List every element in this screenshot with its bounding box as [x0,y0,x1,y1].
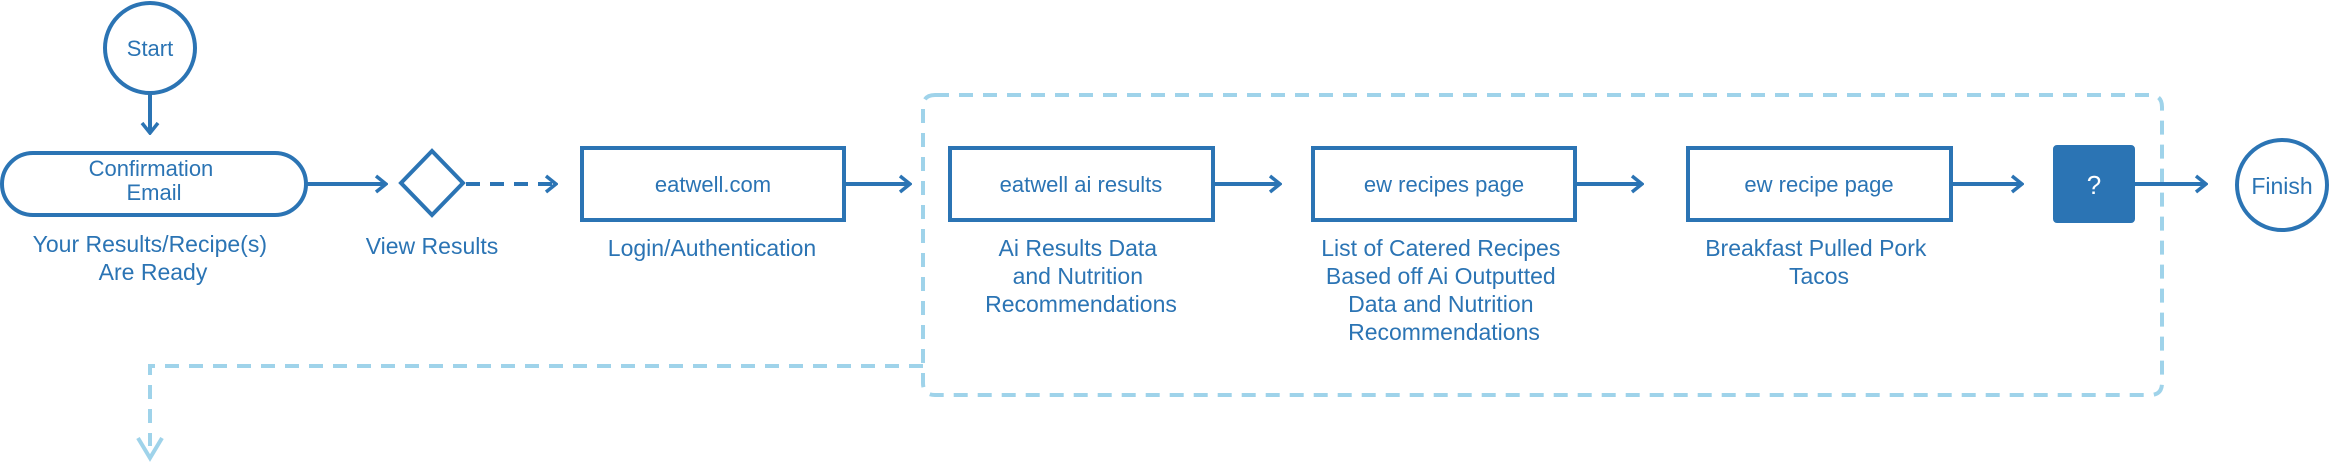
finish-label: Finish [2251,173,2312,199]
unknown-node: ? [2053,145,2135,223]
dashed-group-border [921,93,2164,397]
finish-node: Finish [2235,138,2329,232]
confirmation-email-node: Confirmation Email [0,151,308,217]
view-results-decision [398,148,466,218]
eatwell-com-node: eatwell.com [580,146,846,222]
recipes-page-node: ew recipes page [1311,146,1577,222]
dashed-group-exit-connector [148,364,923,446]
confirmation-email-caption: Your Results/Recipe(s) Are Ready [33,231,274,285]
confirmation-email-label: Confirmation Email [89,156,220,205]
start-node: Start [103,1,197,95]
ai-results-node: eatwell ai results [948,146,1215,222]
recipe-page-caption: Breakfast Pulled Pork Tacos [1705,235,1933,289]
eatwell-com-caption: Login/Authentication [608,235,816,261]
ai-results-label: eatwell ai results [1000,172,1163,197]
recipe-page-label: ew recipe page [1744,172,1893,197]
start-label: Start [127,36,173,61]
view-results-caption: View Results [366,233,499,259]
eatwell-com-label: eatwell.com [655,172,771,197]
ai-results-caption: Ai Results Data and Nutrition Recommenda… [985,235,1177,317]
recipe-page-node: ew recipe page [1686,146,1953,222]
recipes-page-label: ew recipes page [1364,172,1524,197]
recipes-page-caption: List of Catered Recipes Based off Ai Out… [1321,235,1566,345]
dashed-group-exit-arrowhead [136,436,164,462]
unknown-label: ? [2087,170,2101,200]
